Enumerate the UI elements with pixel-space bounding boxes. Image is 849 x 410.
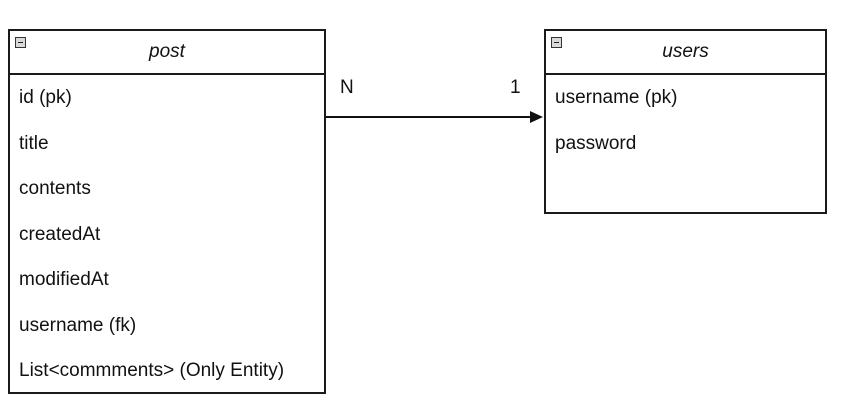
cardinality-post: N (340, 77, 354, 98)
entity-header-post: post (10, 31, 324, 75)
collapse-icon[interactable] (551, 37, 562, 48)
field-post-title[interactable]: title (19, 132, 49, 154)
field-post-contents[interactable]: contents (19, 178, 91, 199)
field-post-created-at[interactable]: createdAt (19, 223, 101, 245)
arrowhead-icon (530, 111, 543, 123)
field-post-comments[interactable]: List<commments> (Only Entity) (19, 360, 285, 381)
field-post-modified-at[interactable]: modifiedAt (19, 269, 109, 290)
entity-title-users: users (662, 41, 709, 62)
entity-title-post: post (149, 41, 185, 62)
field-post-username[interactable]: username (fk) (19, 314, 137, 336)
field-users-username[interactable]: username (pk) (555, 87, 678, 108)
field-users-password[interactable]: password (555, 132, 637, 154)
entity-users[interactable]: users username (pk) password (544, 29, 827, 214)
entity-header-users: users (546, 31, 825, 75)
field-list-post: id (pk) title contents createdAt modifie… (10, 75, 324, 394)
entity-post[interactable]: post id (pk) title contents createdAt mo… (8, 29, 326, 394)
field-list-users: username (pk) password (546, 75, 825, 166)
collapse-icon[interactable] (15, 37, 26, 48)
cardinality-users: 1 (510, 77, 521, 98)
field-post-id[interactable]: id (pk) (19, 87, 72, 108)
